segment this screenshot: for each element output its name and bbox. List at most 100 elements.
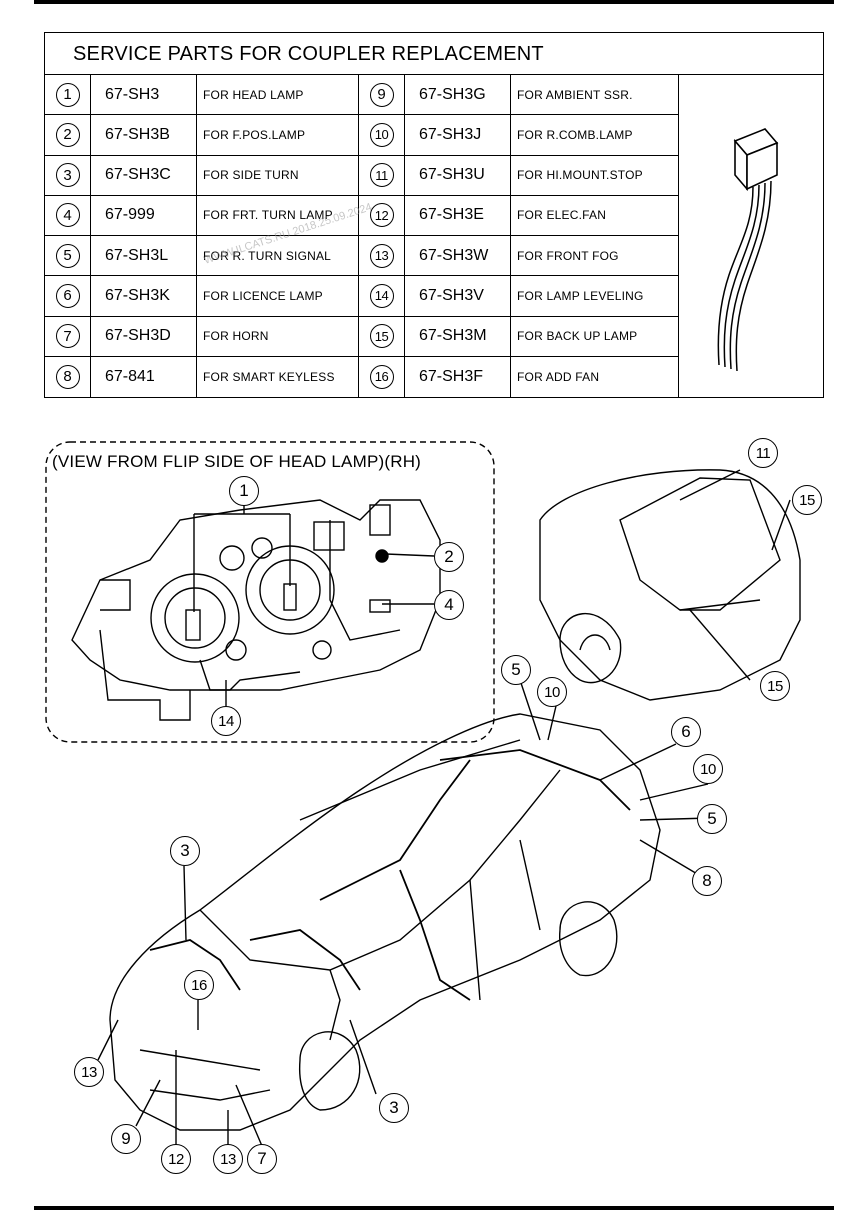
part-desc-cell: FOR F.POS.LAMP [197,115,359,155]
item-number-badge: 8 [55,364,80,389]
table-row: 5 67-SH3L FOR R. TURN SIGNAL 13 67-SH3W FOR F… [45,236,679,277]
item-number-badge: 13 [369,243,394,268]
part-description: FOR F.POS.LAMP [203,127,306,142]
part-description: FOR HEAD LAMP [203,87,304,102]
part-description: FOR BACK UP LAMP [517,329,638,344]
item-number-badge: 5 [55,243,80,268]
part-number-cell: 8 [45,356,91,397]
part-description: FOR R.COMB.LAMP [517,127,633,142]
part-description: FOR FRT. TURN LAMP [203,208,333,223]
item-number-badge: 9 [369,82,394,107]
headlamp-view-frame [45,441,495,743]
callout-9: 9 [111,1124,141,1154]
part-number-cell: 14 [359,276,405,316]
callout-4: 4 [434,590,464,620]
part-desc-cell: FOR LICENCE LAMP [197,276,359,316]
part-code-cell: 67-SH3V [405,276,511,316]
part-code: 67-SH3F [419,367,484,385]
part-number-cell: 16 [359,356,405,397]
item-number-badge: 4 [55,203,80,228]
callout-15-top: 15 [792,485,822,515]
part-description: FOR R. TURN SIGNAL [203,248,332,263]
item-number-badge: 7 [55,324,80,349]
part-code: 67-999 [105,206,155,224]
part-code-cell: 67-SH3B [91,115,197,155]
part-code-cell: 67-SH3 [91,75,197,115]
top-rule [34,0,834,4]
part-code-cell: 67-SH3J [405,115,511,155]
callout-2: 2 [434,542,464,572]
part-code-cell: 67-999 [91,195,197,235]
part-description: FOR HORN [203,329,269,344]
callout-10-top: 10 [537,677,567,707]
part-code: 67-SH3W [419,246,489,264]
part-number-cell: 15 [359,316,405,356]
part-description: FOR LAMP LEVELING [517,288,644,303]
part-code-cell: 67-SH3U [405,155,511,195]
coupler-illustration [679,75,823,397]
callout-12: 12 [161,1144,191,1174]
item-number-badge: 2 [55,122,80,147]
part-description: FOR HI.MOUNT.STOP [517,168,643,183]
part-code-cell: 67-SH3L [91,236,197,276]
part-desc-cell: FOR BACK UP LAMP [511,316,679,356]
part-code: 67-SH3K [105,286,170,304]
item-number-badge: 14 [369,283,394,308]
part-number-cell: 1 [45,75,91,115]
callout-1: 1 [229,476,259,506]
part-code-cell: 67-841 [91,356,197,397]
item-number-badge: 6 [55,283,80,308]
callout-3-bottom: 3 [379,1093,409,1123]
part-code: 67-SH3M [419,327,487,345]
part-desc-cell: FOR R. TURN SIGNAL [197,236,359,276]
part-desc-cell: FOR HEAD LAMP [197,75,359,115]
part-code: 67-SH3V [419,286,484,304]
item-number-badge: 10 [369,122,394,147]
callout-5-right: 5 [697,804,727,834]
item-number-badge: 15 [369,324,394,349]
table-row: 1 67-SH3 FOR HEAD LAMP 9 67-SH3G FOR AMBIENT … [45,75,679,116]
callout-3-top: 3 [170,836,200,866]
item-number-badge: 12 [369,203,394,228]
parts-grid: 1 67-SH3 FOR HEAD LAMP 9 67-SH3G FOR AMBIENT … [45,75,679,397]
part-code-cell: 67-SH3C [91,155,197,195]
part-number-cell: 12 [359,195,405,235]
part-code: 67-SH3G [419,85,486,103]
part-code: 67-841 [105,367,155,385]
part-desc-cell: FOR FRONT FOG [511,236,679,276]
table-row: 6 67-SH3K FOR LICENCE LAMP 14 67-SH3V FOR LAM… [45,276,679,317]
part-code: 67-SH3J [419,125,482,143]
part-code-cell: 67-SH3F [405,356,511,397]
item-number-badge: 3 [55,163,80,188]
part-code-cell: 67-SH3D [91,316,197,356]
callout-13-left: 13 [74,1057,104,1087]
part-code-cell: 67-SH3M [405,316,511,356]
part-code: 67-SH3D [105,327,171,345]
part-description: FOR SIDE TURN [203,168,299,183]
part-desc-cell: FOR R.COMB.LAMP [511,115,679,155]
table-title: SERVICE PARTS FOR COUPLER REPLACEMENT [45,33,823,75]
part-desc-cell: FOR SMART KEYLESS [197,356,359,397]
part-code: 67-SH3B [105,125,170,143]
callout-11: 11 [748,438,778,468]
item-number-badge: 16 [369,364,394,389]
part-number-cell: 2 [45,115,91,155]
part-code: 67-SH3 [105,85,160,103]
part-description: FOR FRONT FOG [517,248,619,263]
part-desc-cell: FOR LAMP LEVELING [511,276,679,316]
part-description: FOR AMBIENT SSR. [517,87,633,102]
callout-10-right: 10 [693,754,723,784]
part-number-cell: 10 [359,115,405,155]
callout-16: 16 [184,970,214,1000]
part-desc-cell: FOR ELEC.FAN [511,195,679,235]
part-number-cell: 3 [45,155,91,195]
part-number-cell: 11 [359,155,405,195]
part-desc-cell: FOR FRT. TURN LAMP [197,195,359,235]
part-code-cell: 67-SH3K [91,276,197,316]
part-number-cell: 5 [45,236,91,276]
part-code: 67-SH3C [105,166,171,184]
